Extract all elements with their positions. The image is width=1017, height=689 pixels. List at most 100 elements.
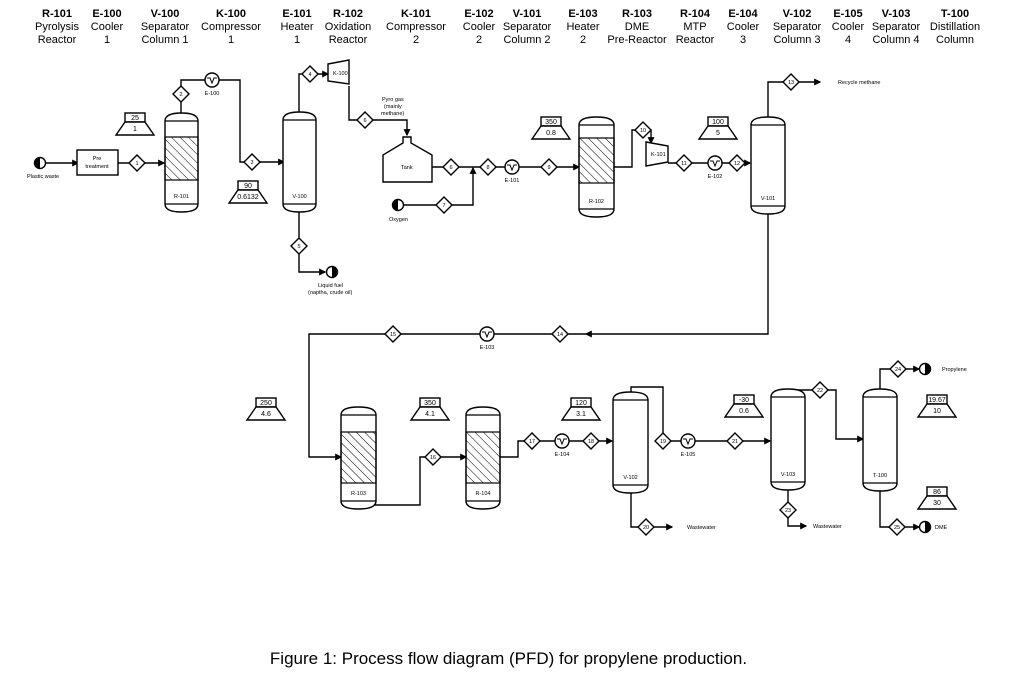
stream-marker: 9 [540, 158, 558, 176]
label-pyro-gas-2: (mainly [384, 104, 402, 110]
svg-text:K-101: K-101 [651, 152, 666, 158]
label-pyro-gas: Pyro gas [382, 97, 404, 103]
stream-marker: 22 [811, 381, 829, 399]
label-recycle-methane: Recycle methane [838, 80, 881, 86]
svg-text:9: 9 [547, 165, 550, 171]
pressure-value: 0.6 [739, 408, 749, 415]
vessel-label: T-100 [873, 473, 887, 479]
svg-text:E-103: E-103 [480, 345, 495, 351]
stream-marker: 16 [424, 448, 442, 466]
temperature-value: 25 [131, 115, 139, 122]
heat-exchanger-e105: E-105 [680, 433, 696, 458]
vessel-label: R-104 [476, 491, 491, 497]
pretreatment-unit: Pre treatment [76, 149, 119, 176]
heat-exchanger-e101: E-101 [504, 159, 520, 184]
svg-text:13: 13 [788, 80, 794, 86]
temperature-value: 250 [260, 400, 272, 407]
heat-exchanger-e104: E-104 [554, 433, 570, 458]
pressure-value: 4.1 [425, 411, 435, 418]
stream-marker: 3 [243, 153, 261, 171]
temperature-value: 100 [712, 119, 724, 126]
figure-caption: Figure 1: Process flow diagram (PFD) for… [269, 649, 748, 668]
pipe-stream-5 [298, 212, 327, 276]
vessel-label: R-103 [351, 491, 366, 497]
pipes [45, 70, 910, 531]
stream-marker: 8 [479, 158, 497, 176]
pipe-stream-13 [767, 78, 822, 117]
compressor-k100: K-100 [327, 59, 350, 85]
temperature-value: -30 [739, 397, 749, 404]
vessel-label: V-101 [761, 196, 775, 202]
stream-marker: 13 [782, 73, 800, 91]
pipe-stream-10 [614, 129, 655, 168]
svg-text:21: 21 [732, 439, 738, 445]
vessel-label: V-103 [781, 472, 795, 478]
stream-marker: 6 [442, 158, 460, 176]
pipe-stream-20 [630, 493, 674, 531]
stream-marker: 24 [889, 360, 907, 378]
catalyst-bed [164, 136, 199, 181]
vessel-label: V-102 [623, 475, 637, 481]
svg-text:3: 3 [250, 160, 253, 166]
svg-text:1: 1 [135, 161, 138, 167]
svg-text:18: 18 [588, 439, 594, 445]
heat-exchanger-e100: E-100 [204, 72, 220, 97]
vessel-r102: R-102 [578, 116, 615, 218]
vessel-r101: R-101 [164, 112, 199, 213]
svg-text:6: 6 [363, 118, 366, 124]
svg-text:14: 14 [557, 332, 563, 338]
vessel-v103: V-103 [770, 388, 806, 491]
stream-marker: 21 [726, 432, 744, 450]
svg-text:10: 10 [640, 128, 646, 134]
stream-marker: 11 [675, 154, 693, 172]
stream-marker: 14 [551, 325, 569, 343]
catalyst-bed [465, 431, 501, 484]
svg-text:11: 11 [681, 161, 687, 167]
temperature-value: 120 [575, 400, 587, 407]
catalyst-bed [578, 137, 615, 184]
condition-box-v101: 100 5 [697, 116, 739, 140]
vessel-label: R-101 [174, 194, 189, 200]
svg-text:E-100: E-100 [205, 91, 220, 97]
stream-marker: 10 [634, 121, 652, 139]
stream-marker: 20 [637, 518, 655, 536]
stream-marker: 17 [523, 432, 541, 450]
stream-marker: 23 [779, 501, 797, 519]
vessel-v102: V-102 [612, 391, 649, 494]
label-dme: DME [935, 525, 948, 531]
label-wastewater-1: Wastewater [687, 525, 716, 531]
stream-marker: 18 [582, 432, 600, 450]
svg-text:treatment: treatment [85, 164, 109, 170]
svg-text:4: 4 [308, 72, 311, 78]
pipe-stream-14 [584, 214, 769, 338]
stream-marker: 2 [172, 85, 190, 103]
terminal-propylene: Propylene [918, 362, 967, 376]
terminal-oxygen: Oxygen [389, 198, 408, 223]
label-plastic-waste: Plastic waste [27, 174, 59, 180]
pressure-value: 5 [716, 130, 720, 137]
svg-text:25: 25 [894, 525, 900, 531]
temperature-value: 350 [424, 400, 436, 407]
condition-box-v100: 900.6132 [227, 180, 269, 204]
pressure-value: 1 [133, 126, 137, 133]
heat-exchanger-e103: E-103 [479, 326, 495, 351]
stream-marker: 7 [435, 196, 453, 214]
catalyst-bed [340, 431, 377, 484]
